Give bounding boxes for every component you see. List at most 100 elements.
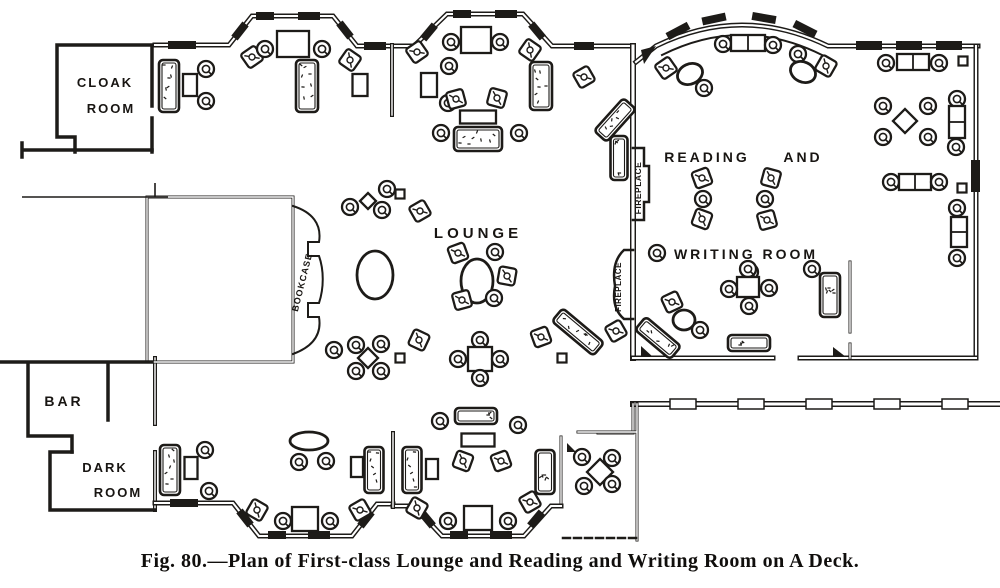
label-dark-room-1: DARK: [82, 460, 128, 475]
round-chair: [881, 172, 901, 192]
armchair: [518, 490, 542, 514]
figure-caption: Fig. 80.—Plan of First-class Lounge and …: [141, 550, 860, 572]
round-chair: [439, 56, 459, 76]
round-chair: [759, 278, 779, 298]
card-table: [356, 346, 380, 370]
writing-desk: [729, 33, 767, 53]
wall-core: [153, 501, 395, 538]
wall-dark-room: [48, 450, 157, 512]
round-chair: [448, 349, 468, 369]
table: [349, 455, 365, 479]
round-chair: [929, 172, 949, 192]
round-chair: [255, 39, 275, 59]
round-chair: [873, 96, 893, 116]
round-chair: [431, 123, 451, 143]
oval-table: [676, 62, 704, 86]
sofa: [294, 58, 320, 114]
windows: [168, 10, 980, 539]
fireplace-hearths: [612, 146, 651, 321]
label-fireplace-lower: FIREPLACE: [614, 262, 623, 312]
round-chair: [738, 259, 758, 279]
armchair: [496, 265, 518, 287]
table: [419, 71, 439, 99]
label-lounge: LOUNGE: [434, 225, 522, 242]
label-cloak-room-1: CLOAK: [77, 75, 133, 90]
wall-stair-block: [145, 195, 295, 364]
oval-table: [355, 249, 395, 301]
round-chair: [470, 330, 490, 350]
armchair: [405, 40, 429, 64]
label-and: AND: [783, 149, 822, 165]
round-chair: [320, 511, 340, 531]
table: [183, 455, 199, 481]
round-chair: [484, 288, 504, 308]
label-fireplace-upper: FIREPLACE: [633, 162, 643, 215]
round-chair: [947, 198, 967, 218]
table: [351, 72, 369, 98]
stool: [956, 182, 968, 194]
round-chair: [346, 361, 366, 381]
table: [460, 432, 496, 448]
round-chair: [719, 279, 739, 299]
wall-core: [146, 196, 294, 363]
bookcase-curve: [291, 204, 324, 356]
writing-desk: [895, 52, 931, 72]
sofa: [158, 443, 182, 497]
round-chair: [755, 189, 775, 209]
round-chair: [572, 447, 592, 467]
round-chair: [713, 34, 733, 54]
oval-table: [671, 308, 697, 332]
wall-bar: [0, 360, 154, 454]
wall-core: [391, 44, 394, 508]
wall-core: [634, 23, 980, 64]
sofa: [363, 445, 385, 495]
round-chair: [602, 448, 622, 468]
round-chair: [690, 320, 710, 340]
sofa: [401, 445, 423, 495]
sofa: [552, 308, 604, 356]
armchair: [604, 319, 628, 343]
furniture-layer: [157, 25, 969, 533]
round-chair: [946, 137, 966, 157]
label-bar: BAR: [44, 393, 83, 409]
round-chair: [739, 296, 759, 316]
round-chair: [485, 242, 505, 262]
armchair: [660, 290, 684, 314]
table: [735, 275, 761, 299]
round-chair: [324, 340, 344, 360]
writing-desk: [897, 172, 933, 192]
wall-core: [597, 403, 634, 434]
armchair: [348, 498, 372, 522]
armchair: [338, 48, 362, 72]
sofa: [453, 406, 499, 426]
round-chair: [430, 411, 450, 431]
table: [458, 109, 498, 125]
round-chair: [273, 511, 293, 531]
sofa: [528, 60, 554, 112]
labels: CLOAK ROOM BAR DARK ROOM LOUNGE READING …: [44, 75, 822, 500]
round-chair: [918, 96, 938, 116]
wall-lounge-top: [152, 11, 636, 49]
round-chair: [340, 197, 360, 217]
sofa: [818, 271, 842, 319]
round-chair: [647, 243, 667, 263]
sofa: [452, 125, 504, 153]
armchair: [489, 449, 513, 473]
round-chair: [574, 476, 594, 496]
stool: [556, 352, 568, 364]
oval-table: [789, 60, 817, 84]
round-chair: [490, 349, 510, 369]
oval-table: [288, 430, 330, 452]
wall-deck-stub: [596, 402, 635, 435]
armchair: [518, 38, 542, 62]
stool: [394, 188, 406, 200]
round-chair: [196, 59, 216, 79]
armchair: [445, 88, 467, 110]
armchair: [408, 199, 432, 223]
stool: [957, 55, 969, 67]
armchair: [486, 87, 508, 109]
corridor-line: [22, 183, 168, 198]
round-chair: [372, 200, 392, 220]
round-chair: [509, 123, 529, 143]
wall-cloak-room: [55, 43, 154, 154]
